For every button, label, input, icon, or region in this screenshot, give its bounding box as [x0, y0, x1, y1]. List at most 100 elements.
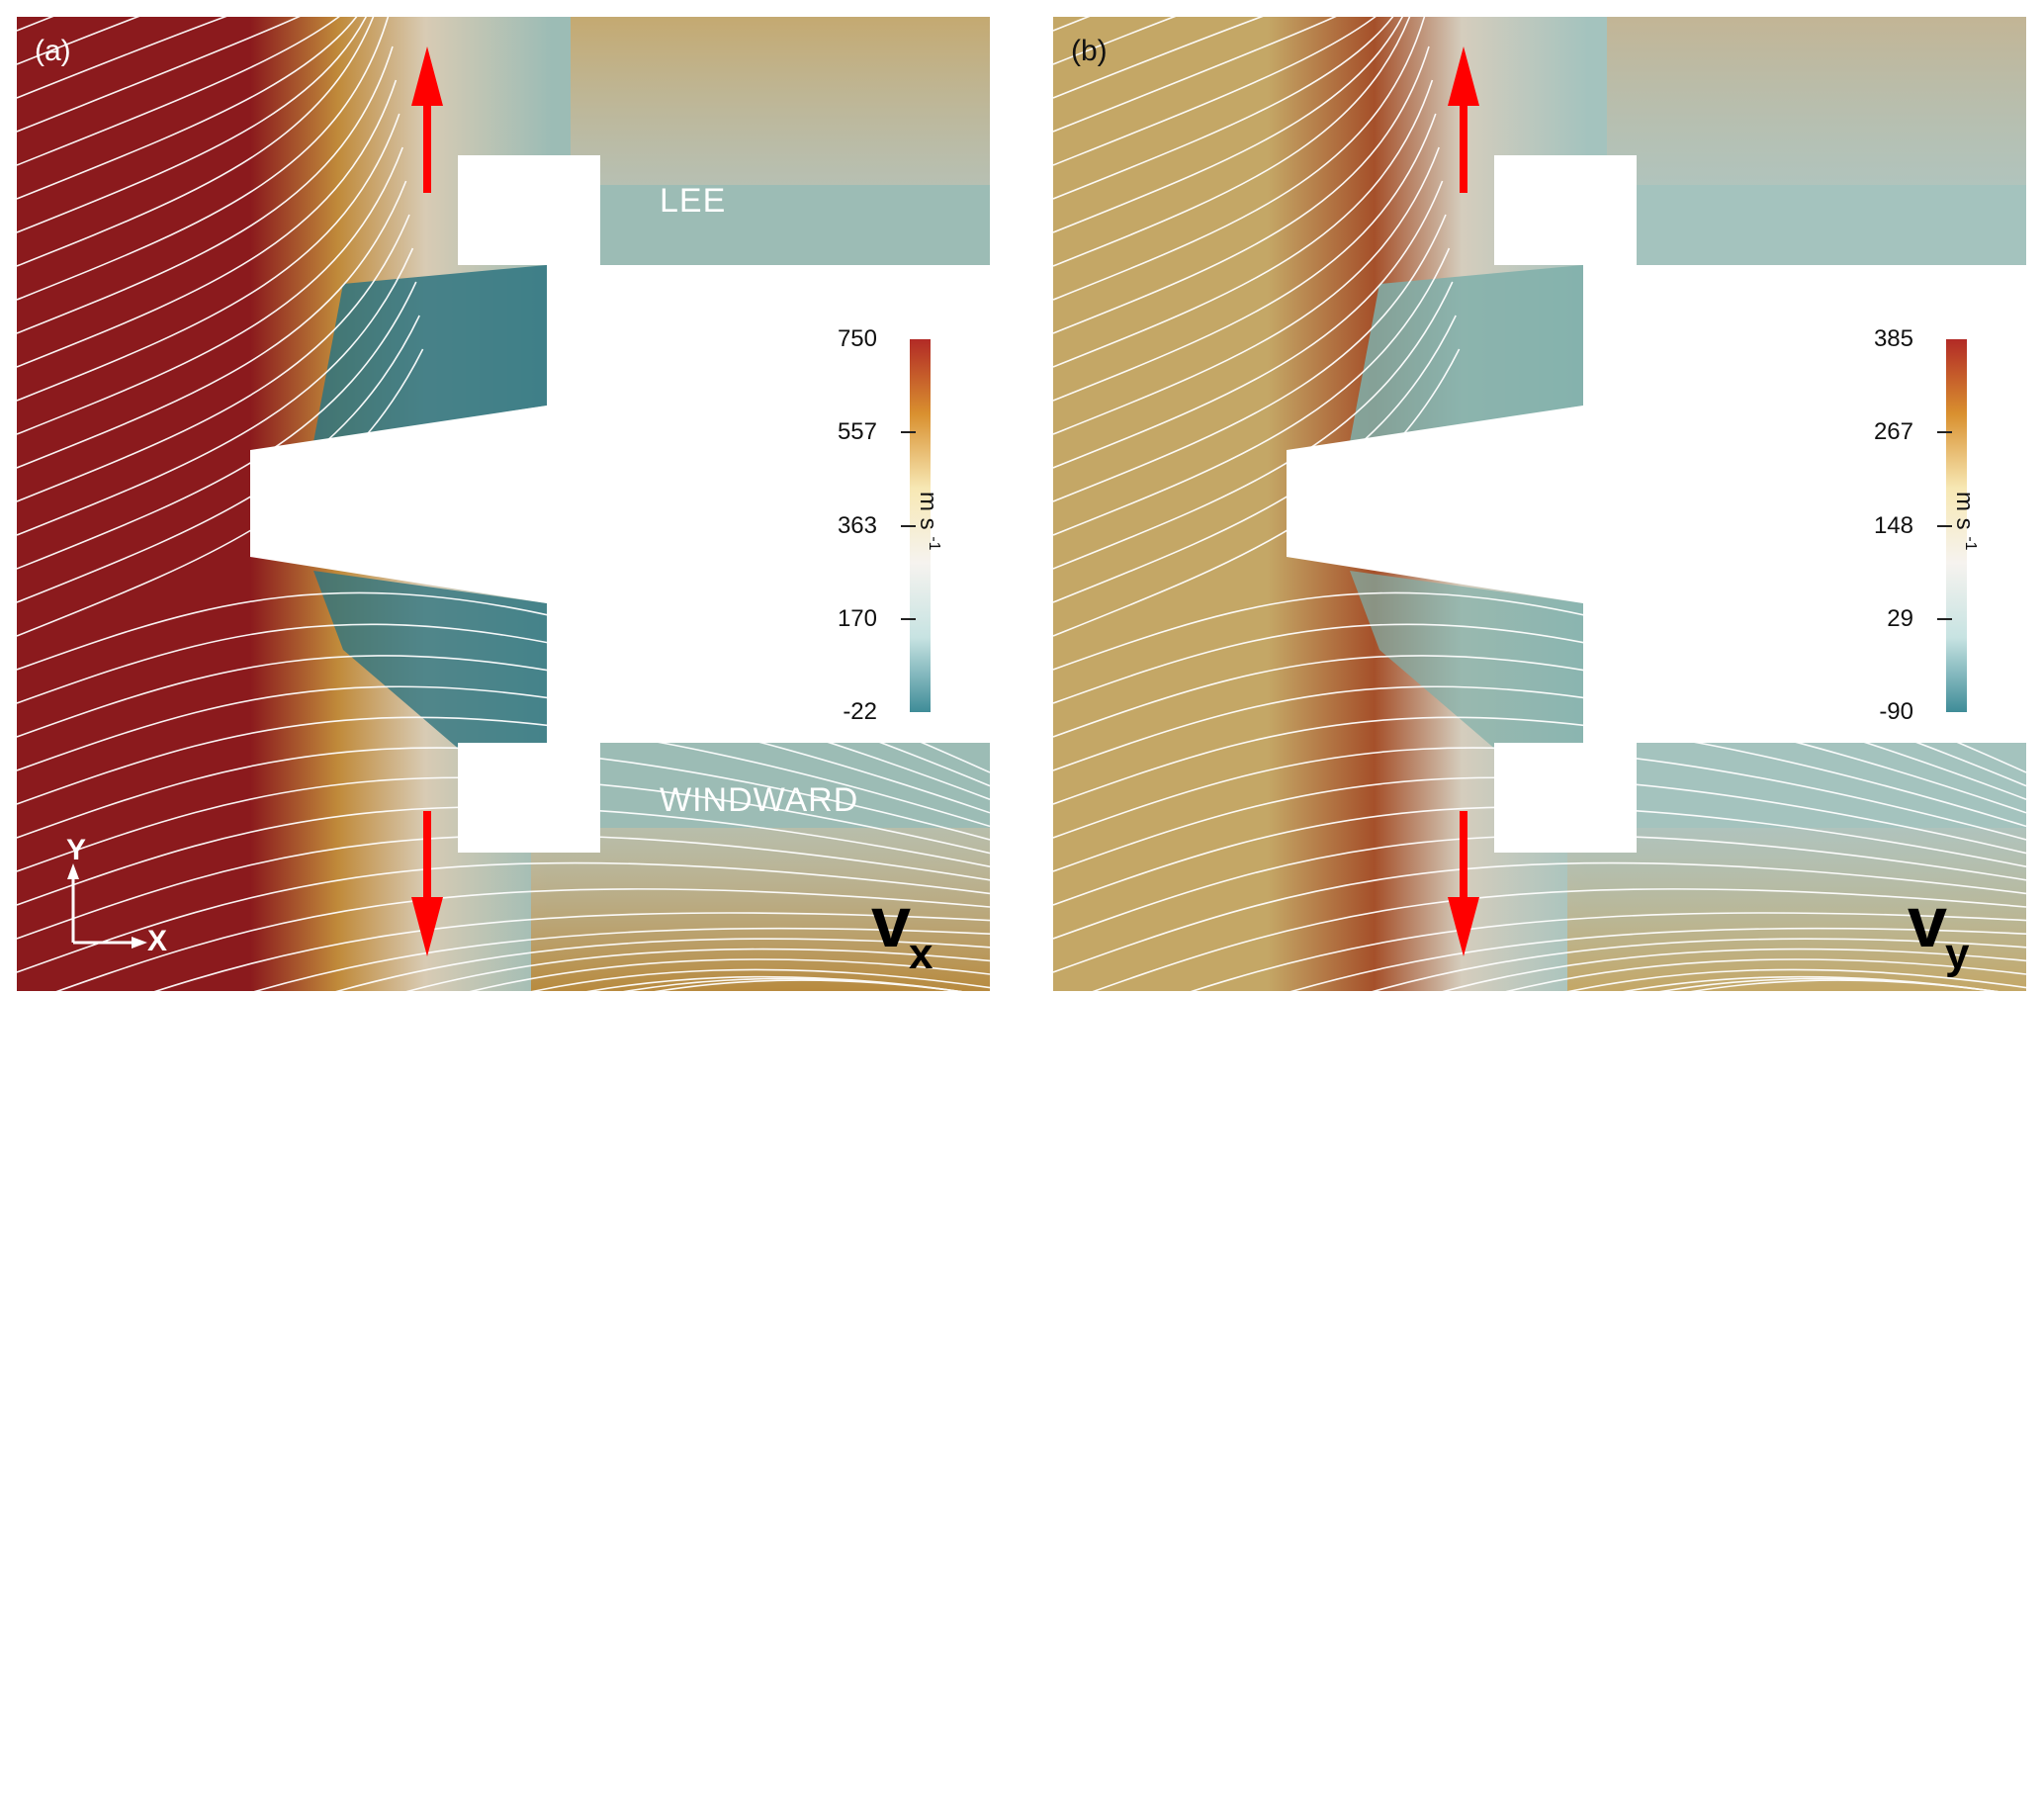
streamline — [17, 17, 227, 99]
colorbar-unit: m s -1 — [1951, 492, 1979, 551]
colorbar-tick-label: 385 — [1873, 325, 1913, 352]
windward-lower-field — [1567, 828, 2026, 991]
windward-cavity — [313, 571, 547, 768]
streamline — [1053, 806, 2026, 906]
streamline — [1289, 927, 2026, 991]
streamline — [17, 17, 358, 200]
streamline — [17, 17, 390, 301]
windward-label: WINDWARD — [660, 781, 859, 819]
lee-channel — [1637, 186, 2026, 265]
obstacle — [1287, 155, 2026, 853]
streamline — [153, 912, 990, 991]
streamline — [1053, 685, 2026, 814]
arrow-up-icon — [1448, 46, 1479, 106]
streamline — [655, 979, 961, 991]
streamline — [17, 685, 990, 814]
streamline — [1053, 861, 2026, 973]
streamline — [17, 861, 990, 973]
windward-cavity — [1350, 571, 1583, 768]
arrow-down-shaft — [1460, 811, 1467, 900]
streamline — [1053, 79, 1434, 368]
colorbar-tick — [901, 431, 916, 434]
streamline — [17, 247, 414, 536]
streamline — [585, 975, 962, 991]
windward-channel — [600, 743, 990, 812]
colorbar-unit: m s -1 — [915, 492, 942, 551]
lee-channel — [600, 186, 990, 265]
streamline — [17, 747, 990, 841]
lee-label: LEE — [660, 182, 727, 220]
obstacle — [250, 155, 990, 853]
colorbar-tick — [901, 524, 916, 527]
flow-field-a — [17, 17, 990, 991]
streamline — [1053, 17, 1377, 166]
lee-cavity — [313, 265, 547, 442]
streamline — [1442, 948, 2026, 991]
streamline — [1622, 975, 1999, 991]
flow-field-b — [1053, 17, 2026, 991]
streamline — [17, 214, 410, 502]
streamline — [17, 776, 990, 872]
lee-upper-field — [571, 17, 990, 185]
streamline — [1506, 958, 2026, 991]
colorbar-tick-label: -22 — [843, 698, 877, 725]
streamline — [1053, 17, 1403, 233]
streamline — [17, 79, 398, 368]
streamline — [1372, 938, 2026, 991]
variable-label-vy: vy — [1908, 883, 1970, 978]
streamline — [17, 17, 367, 233]
streamline — [1053, 45, 1430, 334]
streamline — [17, 17, 301, 133]
streamline — [1053, 747, 2026, 841]
y-axis-label: Y — [66, 834, 87, 866]
arrow-down-shaft — [423, 811, 431, 900]
colorbar-tick — [1937, 524, 1952, 527]
streamline — [1053, 17, 1264, 99]
streamline — [1092, 888, 2026, 991]
streamline — [1053, 776, 2026, 872]
arrow-down-icon — [411, 897, 443, 956]
streamline — [1053, 17, 1394, 200]
arrow-up-shaft — [1460, 104, 1467, 193]
variable-label-vx: vx — [871, 883, 933, 978]
streamline — [1053, 146, 1440, 435]
streamline — [55, 888, 990, 991]
streamline — [623, 977, 961, 991]
streamline — [17, 716, 990, 828]
axis-arrows-icon — [67, 863, 147, 949]
streamline — [17, 17, 140, 65]
streamline — [17, 17, 375, 267]
streamline — [1053, 113, 1437, 402]
windward-channel — [1637, 743, 2026, 812]
streamline — [1659, 977, 1998, 991]
streamline — [1567, 968, 2026, 991]
axis-indicator: Y X — [56, 834, 175, 962]
streamline — [335, 938, 990, 991]
lee-cavity — [1350, 265, 1583, 442]
streamline — [1053, 716, 2026, 828]
panel-b-vy: (b) vy 385 267 148 29 -90 m s -1 — [1053, 17, 2026, 991]
colorbar-tick-label: 148 — [1873, 511, 1913, 539]
streamline — [17, 113, 400, 402]
streamline — [17, 146, 403, 435]
streamline — [1053, 247, 1451, 536]
colorbar-tick-label: -90 — [1879, 698, 1913, 725]
streamline — [17, 17, 340, 166]
streamline — [1053, 17, 1411, 267]
streamline — [531, 968, 990, 991]
arrow-up-icon — [411, 46, 443, 106]
streamline — [253, 927, 990, 991]
streamline — [405, 948, 990, 991]
windward-lower-field — [531, 828, 990, 991]
panel-label-b: (b) — [1071, 35, 1108, 67]
streamline — [1053, 214, 1447, 502]
colorbar-tick-label: 29 — [1887, 604, 1913, 632]
colorbar-tick-label: 267 — [1873, 418, 1913, 446]
panel-label-a: (a) — [35, 35, 71, 67]
streamline — [1053, 17, 1426, 301]
streamline — [1691, 979, 1998, 991]
streamline — [1053, 834, 2026, 940]
streamline — [17, 806, 990, 906]
